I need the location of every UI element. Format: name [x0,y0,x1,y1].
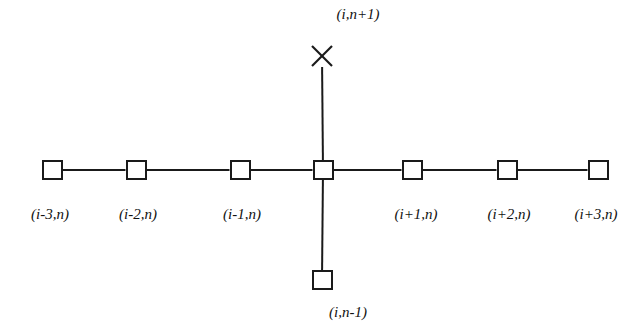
grid-point-label: (i-3,n) [31,206,69,223]
grid-point-box: (i+1,n) [402,160,423,180]
grid-point-box: (i+3,n) [588,160,609,180]
grid-line [321,67,324,160]
grid-line [321,180,324,270]
grid-point-label: (i,n-1) [329,304,367,321]
grid-line [147,169,230,171]
grid-point-label: (i+3,n) [574,206,617,223]
grid-point-label: (i-1,n) [223,206,261,223]
grid-line [63,169,126,171]
cross-symbol [311,45,333,67]
grid-point-label: (i+2,n) [487,206,530,223]
grid-point-label: (i,n+1) [336,6,379,23]
grid-point-box: (i-3,n) [42,160,63,180]
grid-point-label: (i+1,n) [394,206,437,223]
grid-point-box [313,160,334,180]
grid-line [423,169,497,171]
cross-stroke [312,46,332,66]
cross-stroke [312,46,332,66]
grid-point-label: (i-2,n) [119,206,157,223]
grid-line [251,169,313,171]
grid-point-box: (i+2,n) [497,160,518,180]
grid-line [334,169,402,171]
unknown-point-marker: (i,n+1) [311,45,333,67]
grid-point-box: (i-2,n) [126,160,147,180]
grid-line [518,169,588,171]
grid-point-box: (i,n-1) [312,270,333,290]
grid-point-box: (i-1,n) [230,160,251,180]
